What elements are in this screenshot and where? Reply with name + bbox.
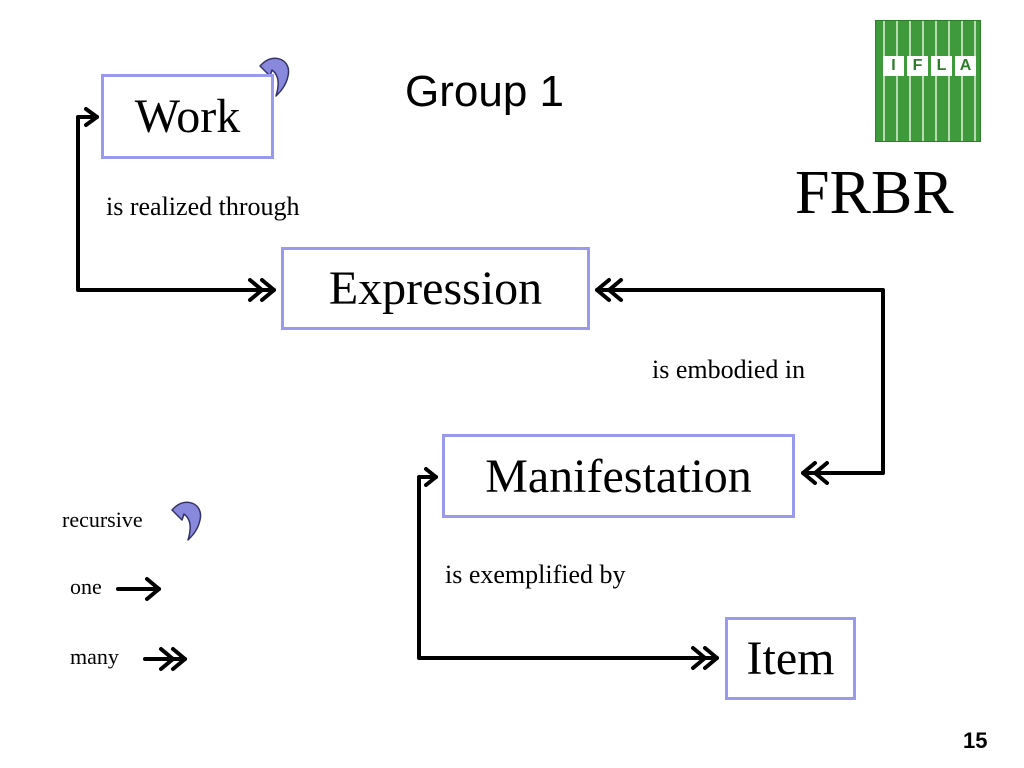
entity-manifestation: Manifestation xyxy=(442,434,795,518)
logo-letter-l: L xyxy=(931,56,952,76)
logo-stripes-icon xyxy=(875,20,981,142)
legend-recursive-icon xyxy=(171,501,202,541)
entity-work: Work xyxy=(101,74,274,159)
frbr-label: FRBR xyxy=(795,159,954,227)
entity-item: Item xyxy=(725,617,856,700)
connector-work-expression xyxy=(76,107,276,302)
entity-expression: Expression xyxy=(281,247,590,330)
legend-one-label: one xyxy=(70,574,102,599)
connector-expression-manifestation xyxy=(595,278,885,485)
logo-letter-a: A xyxy=(955,56,976,76)
page-number: 15 xyxy=(963,728,988,753)
legend-recursive-label: recursive xyxy=(62,507,143,532)
relationship-embodied-label: is embodied in xyxy=(652,355,806,384)
slide-title: Group 1 xyxy=(405,67,564,116)
logo-letter-f: F xyxy=(907,56,928,76)
relationship-realized-label: is realized through xyxy=(106,192,300,221)
legend-one-arrow-icon xyxy=(116,577,161,601)
connector-manifestation-item xyxy=(417,467,719,670)
legend-many-arrow-icon xyxy=(143,647,187,671)
recursive-arrow-icon xyxy=(259,57,290,97)
relationship-exemplified-label: is exemplified by xyxy=(445,560,626,589)
legend-many-label: many xyxy=(70,644,119,669)
logo-letter-i: I xyxy=(883,56,904,76)
ifla-logo: I F L A xyxy=(875,20,981,142)
